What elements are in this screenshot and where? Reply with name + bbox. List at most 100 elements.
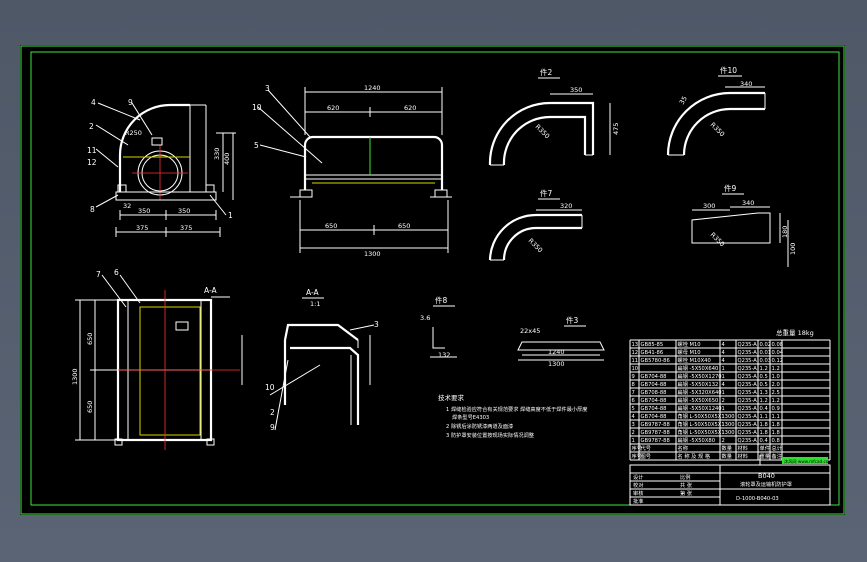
bom-cell: 扁钢 -5X50X80 xyxy=(678,436,716,444)
inner-frame xyxy=(30,51,840,506)
bom-header-cell: 备注 xyxy=(772,452,782,460)
part10-dim-h: 340 xyxy=(740,80,752,88)
part2-dim-v: 475 xyxy=(612,123,620,135)
part2-radius: R350 xyxy=(534,123,552,141)
bom-cell: 4 xyxy=(632,414,636,420)
dim-front-d2: 400 xyxy=(223,153,231,165)
title-block: 沐风网 www.mfcad.com B040 滚轮罩及运输机防护罩 D-1000… xyxy=(629,455,832,506)
cad-drawing: 350 350 375 375 R250 330 400 32 4 9 2 11… xyxy=(20,45,845,515)
part9-dim-b: 340 xyxy=(742,199,754,207)
drawing-sheet[interactable]: 350 350 375 375 R250 330 400 32 4 9 2 11… xyxy=(20,45,845,515)
part7-detail: 件7 320 R350 xyxy=(488,188,583,261)
bom-cell: 扁钢 -5X50X1270 xyxy=(678,372,722,380)
bom-cell: Q235-A xyxy=(738,414,758,420)
bom-cell: 11 xyxy=(632,358,639,364)
bom-cell: 1 xyxy=(722,422,725,428)
bom-cell: 角钢 L-50X50X5X1300 xyxy=(678,428,735,436)
bom-cell: 1.2 xyxy=(772,366,780,372)
balloon-plan-6: 6 xyxy=(114,268,119,277)
bom-cell: 角钢 L-50X50X5X1300 xyxy=(678,420,735,428)
outer-frame xyxy=(20,45,845,515)
tb-review: 审核 xyxy=(633,489,643,497)
note-2: 2 除锈后涂防锈漆两道及面漆 xyxy=(446,422,513,430)
bom-header-cell: 单件 xyxy=(760,444,770,452)
balloon-2: 2 xyxy=(89,122,94,131)
bom-cell: 0.03 xyxy=(760,358,772,364)
bom-cell: Q235-A xyxy=(738,390,758,396)
bom-cell: 1 xyxy=(722,366,725,372)
bom-cell: GB704-88 xyxy=(641,374,667,380)
part3-detail: 件3 1240 1300 22x45 xyxy=(517,315,605,368)
tb-sheet-no: 第 张 xyxy=(680,489,693,497)
dim-front-d3: 32 xyxy=(123,202,131,210)
bom-cell: Q235-A xyxy=(738,422,758,428)
bom-cell: GB41-86 xyxy=(641,350,664,356)
bom-header-cell: 图号 xyxy=(641,453,651,460)
front-arc xyxy=(118,103,190,192)
bom-cell: GB5780-86 xyxy=(641,358,670,364)
tb-approve: 批准 xyxy=(633,497,643,505)
bom-cell: 3 xyxy=(632,422,635,428)
bom-cell: 4 xyxy=(722,382,726,388)
bom-cell: 12 xyxy=(632,350,639,356)
part10-inner xyxy=(682,107,765,156)
bom-cell: 1.8 xyxy=(772,430,780,436)
dim-front-right2: 375 xyxy=(180,224,192,232)
balloon-aa-9: 9 xyxy=(270,423,275,432)
bom-cell: 扁钢 -5X50X1240 xyxy=(678,404,722,412)
tb-design: 设计 xyxy=(633,473,643,481)
part7-inner xyxy=(502,226,582,261)
bom-cell: 2 xyxy=(722,438,725,444)
plan-dim-total: 1300 xyxy=(71,368,79,385)
bom-cell: 4 xyxy=(722,350,726,356)
dim-side-left-half: 620 xyxy=(327,104,339,112)
section-cap xyxy=(283,323,359,341)
dim-front-left: 350 xyxy=(138,207,150,215)
tb-sheets: 共 张 xyxy=(680,481,693,489)
note-3: 3 防护罩安装位置按现场实际情况调整 xyxy=(446,431,534,439)
bom-cell: 0.4 xyxy=(760,406,769,412)
part8-dim-b: 132 xyxy=(438,351,450,359)
bom-cell: 0.08 xyxy=(772,342,784,348)
part9-plate xyxy=(691,212,771,244)
bom-cell: 1.3 xyxy=(760,390,768,396)
bom-cell: GB704-88 xyxy=(641,398,667,404)
dim-front-d1: 330 xyxy=(213,148,221,160)
bom-cell: 1.2 xyxy=(772,398,780,404)
bom-header-cell: 重量 xyxy=(760,452,770,460)
notes-title: 技术要求 xyxy=(438,393,465,402)
bom-cell: Q235-A xyxy=(738,438,758,444)
drawing-number: D-1000-B040-03 xyxy=(736,496,779,502)
bom-cell: 9 xyxy=(632,374,635,380)
bom-cell: 2.0 xyxy=(772,382,780,388)
bom-cell: 1.8 xyxy=(760,422,768,428)
bom-cell: 1.1 xyxy=(772,414,780,420)
bom-cell: GB704-88 xyxy=(641,414,667,420)
balloon-plan-7: 7 xyxy=(96,270,101,279)
bom-cell: 螺母 M10 xyxy=(678,348,701,356)
bom-cell: 2.5 xyxy=(772,390,780,396)
dim-side-low-left: 650 xyxy=(325,222,337,230)
bom-cell: 1.1 xyxy=(760,414,768,420)
bom-cell: GB708-88 xyxy=(641,390,667,396)
bom-cell: Q235-A xyxy=(738,366,758,372)
part10-title: 件10 xyxy=(720,65,737,75)
part8-detail: 件8 3.6 132 xyxy=(420,295,457,359)
part3-dim-b: 1300 xyxy=(548,360,565,368)
bom-cell: GB704-88 xyxy=(641,406,667,412)
bom-cell: 0.4 xyxy=(760,438,769,444)
side-frame xyxy=(303,135,444,190)
bom-cell: 1 xyxy=(722,430,725,436)
bom-cell: 0.8 xyxy=(772,438,780,444)
part3-title: 件3 xyxy=(566,315,578,325)
section-aa-scale: 1:1 xyxy=(310,300,320,308)
bom-cell: 1.2 xyxy=(760,398,768,404)
dim-front-left2: 375 xyxy=(136,224,148,232)
balloon-aa-3: 3 xyxy=(374,320,379,329)
part3-dim-c: 22x45 xyxy=(520,327,540,335)
bom-cell: 7 xyxy=(632,390,635,396)
bom-cell: GB704-88 xyxy=(641,382,667,388)
plan-dim-upper: 650 xyxy=(86,333,94,345)
